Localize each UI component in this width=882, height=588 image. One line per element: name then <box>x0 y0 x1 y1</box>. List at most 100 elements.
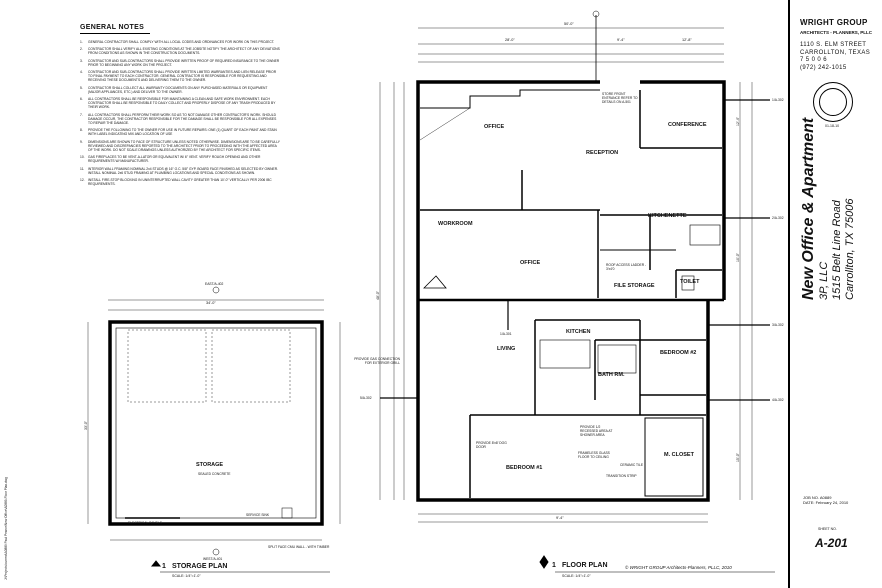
general-notes-heading: GENERAL NOTES <box>80 24 150 34</box>
address-line-2: CARROLLTON, TEXAS <box>800 49 871 56</box>
dim-top-2: 9'-4" <box>617 38 625 42</box>
note-item: 9. DIMENSIONS ARE SHOWN TO FACE OF STRUCT… <box>80 140 280 153</box>
storage-plan-title: STORAGE PLAN <box>172 563 228 570</box>
dim-right-1: 12'-4" <box>736 117 740 126</box>
address-line-4: (972) 242-1015 <box>800 64 847 71</box>
shower-note: PROVIDE 1/2 RECESSED AREA AT SHOWER AREA <box>580 425 613 437</box>
note-number: 8. <box>80 128 83 133</box>
architect-seal <box>813 82 853 122</box>
note-number: 1. <box>80 40 83 44</box>
floor-plan-title-num: 1 <box>552 562 556 569</box>
file-path: J:\Projects\current\A0889 Paul Pearce\Ne… <box>4 477 8 580</box>
storage-plan-scale: SCALE: 1/4"=1'-0" <box>172 574 201 578</box>
note-number: 6. <box>80 97 83 102</box>
note-number: 4. <box>80 70 83 75</box>
dim-overall: 50'-0" <box>564 22 574 26</box>
floor-plan-scale: SCALE: 1/4"=1'-0" <box>562 574 591 578</box>
storefront-note: STORE FRONT ENTRANCE REFER TO DETAILS ON… <box>602 92 638 104</box>
room-bedroom-2: BEDROOM #2 <box>660 350 697 356</box>
job-date: DATE: February 24, 2010 <box>803 500 849 505</box>
notes-list: 1. GENERAL CONTRACTOR SHALL COMPLY WITH A… <box>80 40 280 186</box>
address-line-1: 1110 S. ELM STREET <box>800 42 867 48</box>
seal-date: 01-18-10 <box>825 124 840 128</box>
note-item: 2. CONTRACTOR SHALL VERIFY ALL EXISTING C… <box>80 47 280 55</box>
room-conference: CONFERENCE <box>668 122 707 128</box>
note-text: CONTRACTOR AND SUB-CONTRACTORS SHALL PRO… <box>88 70 277 83</box>
storage-room-sub: SEALED CONCRETE <box>198 472 231 476</box>
room-office-2: OFFICE <box>520 260 541 266</box>
note-item: 12.INSTALL FIRE-STOP BLOCKING IN UNINTER… <box>80 178 280 186</box>
transition-strip-note: TRANSITION STRIP <box>606 474 637 478</box>
room-bath: BATH RM. <box>598 372 625 378</box>
note-number: 9. <box>80 139 83 144</box>
room-reception: RECEPTION <box>586 150 619 156</box>
note-text: CONTRACTOR SHALL VERIFY ALL EXISTING CON… <box>88 47 280 56</box>
note-text: ALL CONTRACTORS SHALL PERFORM THEIR WORK… <box>88 112 277 126</box>
note-text: INTERIOR WALL FRAMING NOMINAL 2x4 STUDS … <box>88 166 279 175</box>
dim-top-1: 28'-0" <box>505 38 515 42</box>
room-office-1: OFFICE <box>484 124 505 130</box>
note-text: DIMENSIONS ARE SHOWN TO FACE OF STRUCTUR… <box>88 139 280 153</box>
frameless-glass-note: FRAMELESS GLASS FLOOR TO CEILING <box>578 451 610 459</box>
dim-bottom: 9'-4" <box>556 516 564 520</box>
gas-note: PROVIDE GAS CONNECTION FOR EXTERIOR GRIL… <box>354 357 400 365</box>
note-item: 7. ALL CONTRACTORS SHALL PERFORM THEIR WO… <box>80 113 280 126</box>
sheet-number-label: SHEET NO. <box>818 527 837 531</box>
storage-ref-bottom: WEST/A-401 <box>203 557 223 561</box>
note-text: GAS FIREPLACES TO BE VENT-A-LATOR OR EQU… <box>88 155 261 164</box>
ceramic-tile-note: CERAMIC TILE <box>620 463 644 467</box>
note-text: GENERAL CONTRACTOR SHALL COMPLY WITH ALL… <box>88 40 275 44</box>
room-bedroom-1: BEDROOM #1 <box>506 465 543 471</box>
room-toilet: TOILET <box>680 279 700 285</box>
electrical-panels-label: ELECTRICAL PANELS <box>128 521 162 525</box>
client-name: 3P, LLC <box>818 261 830 300</box>
firm-name: WRIGHT GROUP <box>800 18 868 27</box>
room-living: LIVING <box>497 346 516 352</box>
cmu-wall-label: SPLIT FACE CMU WALL - WITH TIMBER <box>268 545 330 549</box>
section-ref-6: 1/A-301 <box>500 332 512 336</box>
job-number: JOB NO. A0889 <box>803 495 832 500</box>
dim-right-3: 15'-0" <box>736 453 740 462</box>
project-info: New Office & Apartment 3P, LLC 1515 Belt… <box>800 118 857 300</box>
note-text: INSTALL FIRE-STOP BLOCKING IN UNINTERRUP… <box>88 178 272 187</box>
note-text: CONTRACTOR SHALL COLLECT ALL WARRANTY DO… <box>88 85 268 94</box>
note-number: 11. <box>80 166 85 171</box>
copyright-footer: © WRIGHT GROUP Architects-Planners, PLLC… <box>625 565 732 570</box>
section-ref-4: 4/A-302 <box>772 398 784 402</box>
storage-dim-top: 34'-0" <box>206 301 216 305</box>
note-number: 7. <box>80 112 83 117</box>
storage-plan-walls <box>87 286 341 567</box>
note-item: 11.INTERIOR WALL FRAMING NOMINAL 2x4 STU… <box>80 167 280 175</box>
sheet-number: A-201 <box>815 536 848 550</box>
roof-access-note: ROOF ACCESS LADDER - 3'x4'0 <box>606 263 647 271</box>
service-sink-label: SERVICE SINK <box>246 513 270 517</box>
note-number: 3. <box>80 58 83 63</box>
section-ref-1: 1/A-302 <box>772 98 784 102</box>
note-number: 2. <box>80 47 83 52</box>
general-notes: GENERAL NOTES 1. GENERAL CONTRACTOR SHALL… <box>80 24 280 189</box>
note-item: 8. PROVIDE THE FOLLOWING TO THE OWNER FOR… <box>80 128 280 136</box>
note-text: CONTRACTOR AND SUB-CONTRACTORS SHALL PRO… <box>88 58 280 67</box>
project-street: 1515 Belt Line Road <box>831 200 843 300</box>
project-city: Carrollton, TX 75006 <box>844 198 856 301</box>
note-number: 12. <box>80 178 85 183</box>
storage-ref-top: EAST/A-402 <box>205 282 224 286</box>
storage-plan-title-num: 1 <box>162 563 166 570</box>
section-ref-5: 5/A-302 <box>360 396 372 400</box>
project-title: New Office & Apartment <box>800 117 817 300</box>
floor-plan-title: FLOOR PLAN <box>562 562 608 569</box>
firm-address: 1110 S. ELM STREET CARROLLTON, TEXAS 7 5… <box>800 42 870 72</box>
note-number: 10. <box>80 155 85 160</box>
dim-top-3: 12'-8" <box>682 38 692 42</box>
dim-left: 48'-0" <box>376 291 380 300</box>
note-text: PROVIDE THE FOLLOWING TO THE OWNER FOR U… <box>88 128 277 137</box>
room-kitchen: KITCHEN <box>566 329 591 335</box>
room-closet: M. CLOSET <box>664 452 694 458</box>
section-ref-2: 2/A-302 <box>772 216 784 220</box>
note-item: 3. CONTRACTOR AND SUB-CONTRACTORS SHALL P… <box>80 59 280 67</box>
room-file-storage: FILE STORAGE <box>614 283 655 289</box>
note-item: 1. GENERAL CONTRACTOR SHALL COMPLY WITH A… <box>80 40 280 44</box>
storage-dim-side: 33'-0" <box>84 421 88 430</box>
